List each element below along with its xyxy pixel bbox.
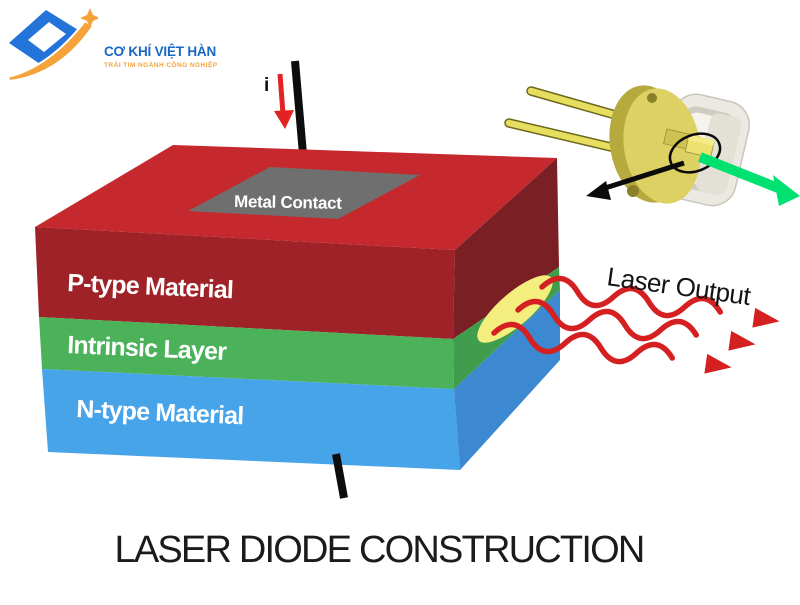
beam-wave-arrowhead-icon xyxy=(752,307,780,328)
metal-contact-label: Metal Contact xyxy=(234,192,343,213)
logo-star-icon xyxy=(80,8,98,28)
front-beam-arrow xyxy=(698,152,780,193)
p-layer-side-face xyxy=(453,158,559,339)
logo-diamond-hole xyxy=(28,22,66,52)
front-beam-arrowhead-icon xyxy=(773,175,800,206)
bottom-electrode-wire xyxy=(332,453,348,499)
laser-beam-waves xyxy=(491,275,780,374)
beam-wave xyxy=(491,321,675,365)
laser-package-illustration xyxy=(504,85,800,207)
n-layer-front-face xyxy=(42,369,460,470)
logo-mark-icon xyxy=(6,8,98,82)
emission-spot xyxy=(477,275,553,343)
metal-contact-pad xyxy=(188,167,420,219)
current-label: i xyxy=(264,75,269,96)
beam-wave xyxy=(539,275,723,319)
flange-hole xyxy=(627,185,639,197)
intrinsic-label: Intrinsic Layer xyxy=(67,331,228,366)
brand-logo: CƠ KHÍ VIỆT HÀN TRÁI TIM NGÀNH CÔNG NGHI… xyxy=(6,6,218,82)
logo-swoosh xyxy=(6,19,95,82)
back-facet-arrow xyxy=(601,160,685,192)
beam-wave xyxy=(515,298,699,342)
flange-hole xyxy=(647,93,657,103)
logo-name: CƠ KHÍ VIỆT HÀN xyxy=(104,43,217,59)
laser-output-label: Laser Output xyxy=(605,261,753,311)
chip-highlight-ellipse xyxy=(668,132,722,174)
p-layer-front-face xyxy=(35,227,455,339)
back-facet-arrowhead-icon xyxy=(586,181,611,200)
logo-text: CƠ KHÍ VIỆT HÀN TRÁI TIM NGÀNH CÔNG NGHI… xyxy=(104,43,218,70)
current-arrowhead-icon xyxy=(274,110,294,129)
n-layer-side-face xyxy=(454,290,560,470)
beam-wave-arrowhead-icon xyxy=(728,330,756,351)
intrinsic-layer-front-face xyxy=(39,317,454,389)
current-arrow xyxy=(277,73,286,115)
beam-wave-arrowhead-icon xyxy=(704,353,732,374)
page-title: LASER DIODE CONSTRUCTION xyxy=(114,529,646,571)
logo-tagline: TRÁI TIM NGÀNH CÔNG NGHIỆP xyxy=(104,62,218,70)
